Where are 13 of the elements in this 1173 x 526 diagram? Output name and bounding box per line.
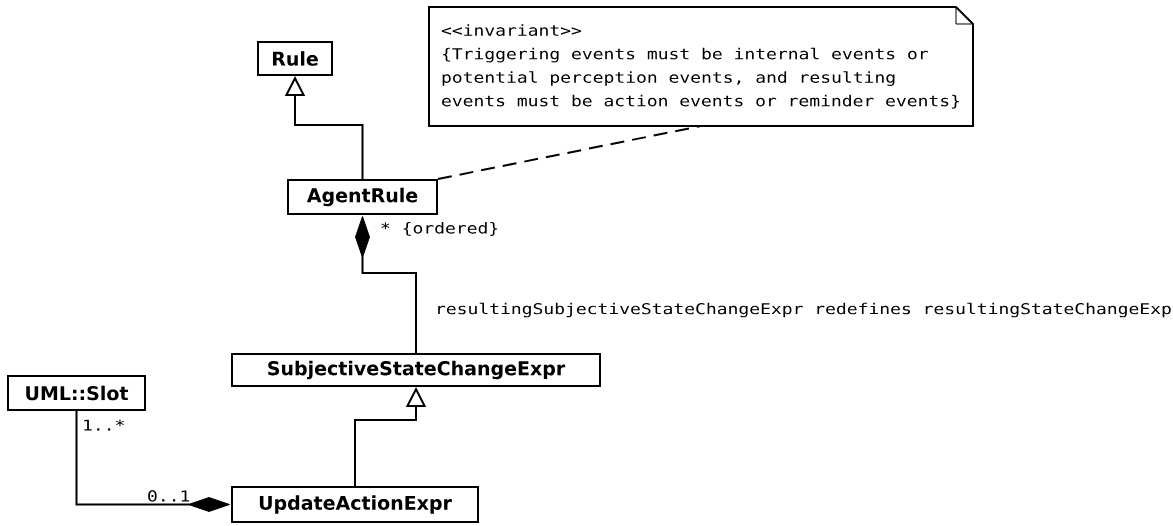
class-box: Rule: [257, 41, 333, 76]
note-link: [437, 125, 702, 180]
class-box: AgentRule: [287, 179, 438, 215]
multiplicity-label: 1..*: [84, 419, 124, 431]
multiplicity-label: * {ordered}: [381, 222, 498, 236]
class-box: UpdateActionExpr: [231, 486, 479, 523]
composition-line: [355, 216, 417, 354]
class-box: SubjectiveStateChangeExpr: [231, 353, 601, 387]
note: <<invariant>> {Triggering events must be internal events or potential perception events, and resulting events must be action events or reminder events}: [428, 6, 974, 127]
class-box: UML::Slot: [7, 375, 146, 411]
edge-label: resultingSubjectiveStateChangeExpr redefines resultingStateChangeExp: [434, 301, 1173, 319]
composition-line: [75, 410, 230, 512]
multiplicity-label: 0..1: [148, 490, 190, 502]
